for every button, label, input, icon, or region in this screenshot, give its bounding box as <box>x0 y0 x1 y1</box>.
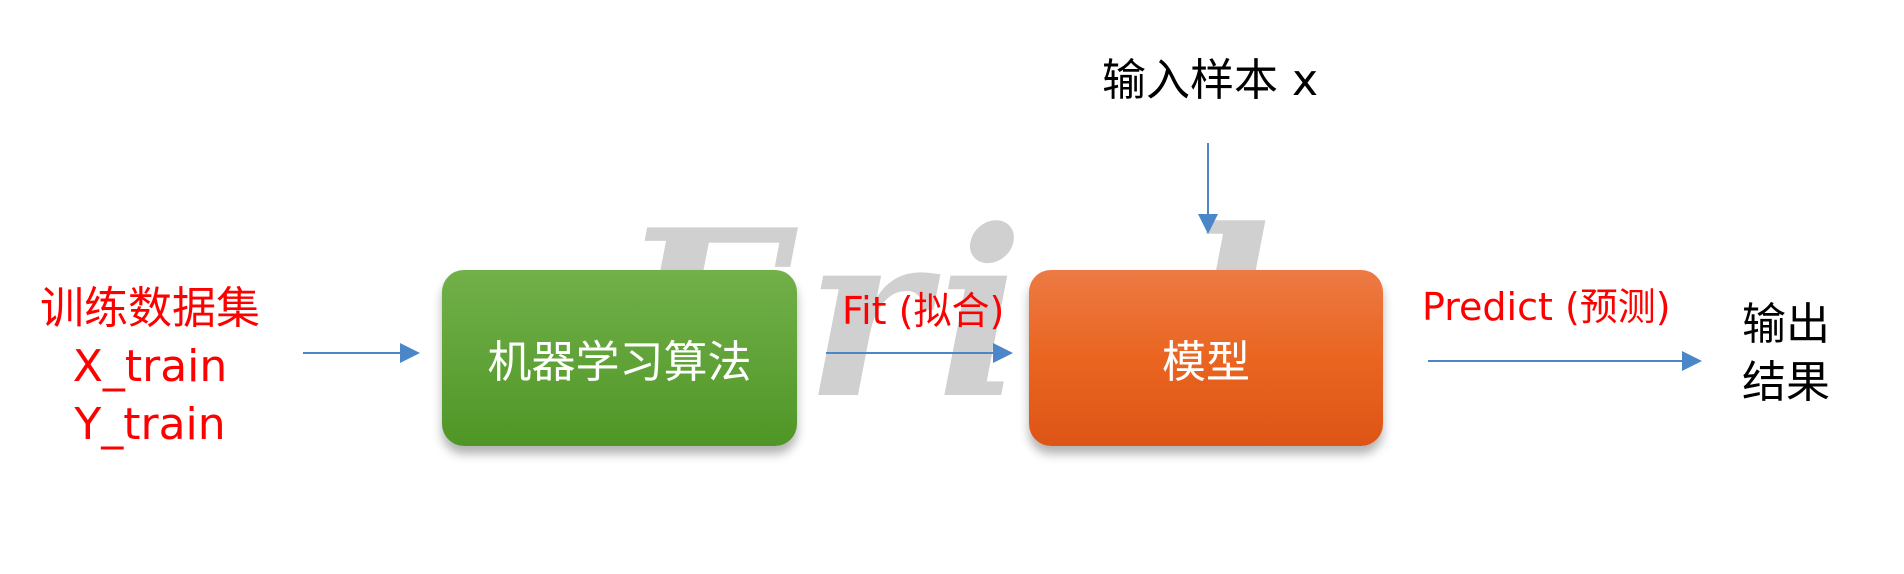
model-box: 模型 <box>1029 270 1383 446</box>
training-data-label: 训练数据集 X_train Y_train <box>20 280 280 454</box>
output-line2: 结果 <box>1742 357 1830 408</box>
output-line1: 输出 <box>1742 299 1830 350</box>
x-train-label: X_train <box>72 341 228 392</box>
model-label: 模型 <box>1162 337 1250 388</box>
output-result-label: 输出 结果 <box>1742 296 1830 412</box>
sample-input-label: 输入样本 x <box>1102 55 1319 106</box>
ml-algorithm-label: 机器学习算法 <box>487 337 752 388</box>
ml-algorithm-box: 机器学习算法 <box>442 270 797 446</box>
fit-label: Fit (拟合) <box>842 289 1005 333</box>
predict-label: Predict (预测) <box>1422 285 1671 329</box>
y-train-label: Y_train <box>74 399 226 450</box>
training-data-title: 训练数据集 <box>40 283 260 334</box>
